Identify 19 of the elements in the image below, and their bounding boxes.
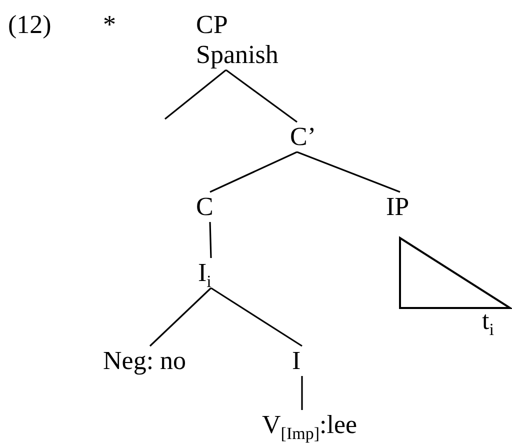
tree-branch — [210, 287, 302, 347]
tree-branch — [164, 69, 226, 120]
tree-branch — [296, 151, 400, 193]
tree-node-label: Spanish — [196, 40, 278, 70]
tree-node-label: I — [292, 346, 301, 376]
tree-node-label: I$_{i}$ — [198, 258, 212, 288]
tree-node-label: C’ — [290, 122, 316, 152]
tree-branch — [226, 69, 298, 123]
tree-node-label: Neg: no — [103, 346, 186, 376]
tree-branch — [149, 287, 212, 347]
ungrammatical-mark: * — [103, 10, 116, 40]
tree-node-label: C — [196, 192, 214, 222]
trace-label: t$_{i}$ — [482, 306, 494, 336]
example-number: (12) — [8, 10, 52, 40]
tree-branch — [301, 376, 303, 410]
tree-branch — [209, 222, 212, 258]
tree-branch — [210, 151, 298, 193]
tree-node-label: IP — [386, 192, 410, 222]
tree-node-label: CP — [196, 10, 229, 40]
